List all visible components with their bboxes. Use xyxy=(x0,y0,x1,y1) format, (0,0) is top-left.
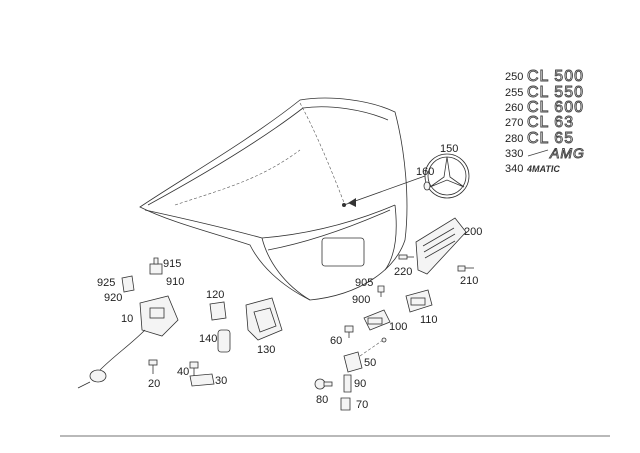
badge-amg: AMG xyxy=(549,145,585,161)
callout-110: 110 xyxy=(420,314,438,326)
badge-cl600: CL 600 xyxy=(527,99,584,116)
part-140 xyxy=(217,329,231,353)
lamp-housing-110 xyxy=(405,289,433,313)
callout-920: 920 xyxy=(104,292,122,304)
clip-925-920 xyxy=(121,275,135,293)
callout-40: 40 xyxy=(177,366,189,378)
screw-20 xyxy=(148,359,158,374)
clip-70 xyxy=(340,397,351,411)
badge-cl550: CL 550 xyxy=(527,84,584,101)
bolt-80 xyxy=(314,378,333,390)
amg-stripes xyxy=(527,149,549,157)
callout-100: 100 xyxy=(389,321,407,333)
callout-150: 150 xyxy=(440,143,458,155)
clip-915-910 xyxy=(149,257,163,275)
callout-30: 30 xyxy=(215,375,227,387)
callout-10: 10 xyxy=(121,313,133,325)
callout-910: 910 xyxy=(166,276,184,288)
badge-num-260: 260 xyxy=(505,102,523,114)
callout-220: 220 xyxy=(394,266,412,278)
screw-220 xyxy=(398,254,414,260)
badge-list: 250 CL 500 255 CL 550 260 CL 600 270 CL … xyxy=(505,68,585,175)
badge-num-270: 270 xyxy=(505,117,523,129)
badge-num-330: 330 xyxy=(505,148,523,160)
callout-905: 905 xyxy=(355,277,373,289)
callout-210: 210 xyxy=(460,275,478,287)
actuator-10 xyxy=(77,295,179,389)
screw-40 xyxy=(189,361,199,376)
callout-20: 20 xyxy=(148,378,160,390)
clip-905 xyxy=(377,285,385,297)
badge-num-250: 250 xyxy=(505,71,523,83)
callout-90: 90 xyxy=(354,378,366,390)
callouts: 150 160 200 220 210 905 900 110 100 60 5… xyxy=(97,143,482,411)
badge-cl63: CL 63 xyxy=(527,114,574,131)
callout-925: 925 xyxy=(97,277,115,289)
badge-num-280: 280 xyxy=(505,133,523,145)
mercedes-star-emblem xyxy=(423,153,470,199)
badge-num-255: 255 xyxy=(505,87,523,99)
badge-num-340: 340 xyxy=(505,163,523,175)
trunk-lid-drawing xyxy=(139,97,426,301)
callout-120: 120 xyxy=(206,289,224,301)
bracket-130 xyxy=(245,297,283,341)
callout-140: 140 xyxy=(199,333,217,345)
callout-80: 80 xyxy=(316,394,328,406)
callout-915: 915 xyxy=(163,258,181,270)
screw-60 xyxy=(344,325,354,338)
screw-210 xyxy=(457,265,474,272)
part-120 xyxy=(209,301,227,321)
callout-900: 900 xyxy=(352,294,370,306)
callout-60: 60 xyxy=(330,335,342,347)
badge-4matic: 4MATIC xyxy=(526,164,560,174)
license-plate-holder xyxy=(415,217,467,275)
callout-200: 200 xyxy=(464,226,482,238)
callout-160: 160 xyxy=(416,166,434,178)
callout-70: 70 xyxy=(356,399,368,411)
badge-cl500: CL 500 xyxy=(527,68,584,85)
bracket-30 xyxy=(189,373,215,387)
callout-50: 50 xyxy=(364,357,376,369)
bracket-90 xyxy=(343,374,352,393)
lock-50 xyxy=(343,337,387,373)
callout-130: 130 xyxy=(257,344,275,356)
badge-cl65: CL 65 xyxy=(527,130,574,147)
switch-100 xyxy=(363,309,391,331)
